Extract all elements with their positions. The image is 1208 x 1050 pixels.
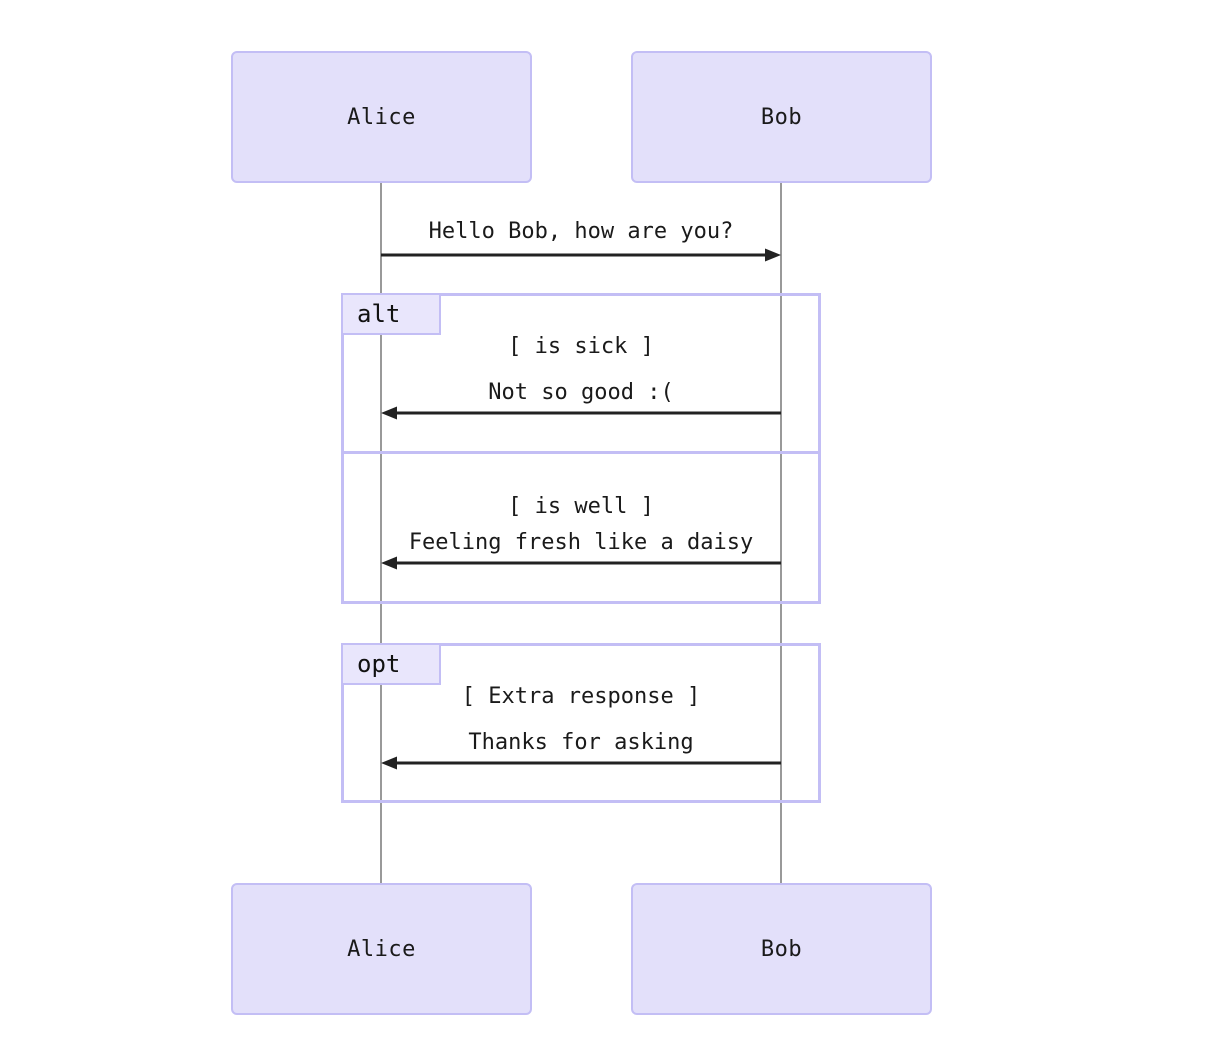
message-label-thanks-for-asking: Thanks for asking — [468, 730, 694, 755]
message-label-not-so-good: Not so good :( — [488, 380, 674, 405]
message-arrow-bob-to-alice-3 — [381, 754, 781, 774]
actor-box-bob-top[interactable]: Bob — [631, 51, 932, 183]
fragment-alt-tag: alt — [341, 293, 441, 335]
message-label-feeling-fresh: Feeling fresh like a daisy — [408, 530, 754, 555]
lifeline-bob — [780, 183, 782, 885]
actor-label-bob-bottom: Bob — [760, 936, 803, 962]
message-arrow-bob-to-alice-2 — [381, 554, 781, 574]
fragment-opt-tag: opt — [341, 643, 441, 685]
fragment-alt-tag-label: alt — [357, 300, 401, 328]
actor-box-alice-bottom[interactable]: Alice — [231, 883, 532, 1015]
fragment-opt — [341, 643, 821, 803]
message-arrow-bob-to-alice-1 — [381, 404, 781, 424]
fragment-alt — [341, 293, 821, 604]
actor-box-bob-bottom[interactable]: Bob — [631, 883, 932, 1015]
fragment-opt-condition-1: [ Extra response ] — [461, 684, 701, 709]
actor-label-alice-bottom: Alice — [347, 936, 416, 962]
lifeline-alice — [380, 183, 382, 885]
fragment-opt-tag-label: opt — [357, 650, 401, 678]
fragment-alt-condition-1: [ is sick ] — [508, 334, 654, 359]
actor-box-alice-top[interactable]: Alice — [231, 51, 532, 183]
actor-label-bob-top: Bob — [760, 104, 803, 130]
fragment-alt-divider — [341, 451, 821, 454]
fragment-alt-condition-2: [ is well ] — [508, 494, 654, 519]
message-label-hello-bob: Hello Bob, how are you? — [428, 219, 734, 244]
actor-label-alice-top: Alice — [347, 104, 416, 130]
message-arrow-alice-to-bob — [381, 246, 781, 266]
